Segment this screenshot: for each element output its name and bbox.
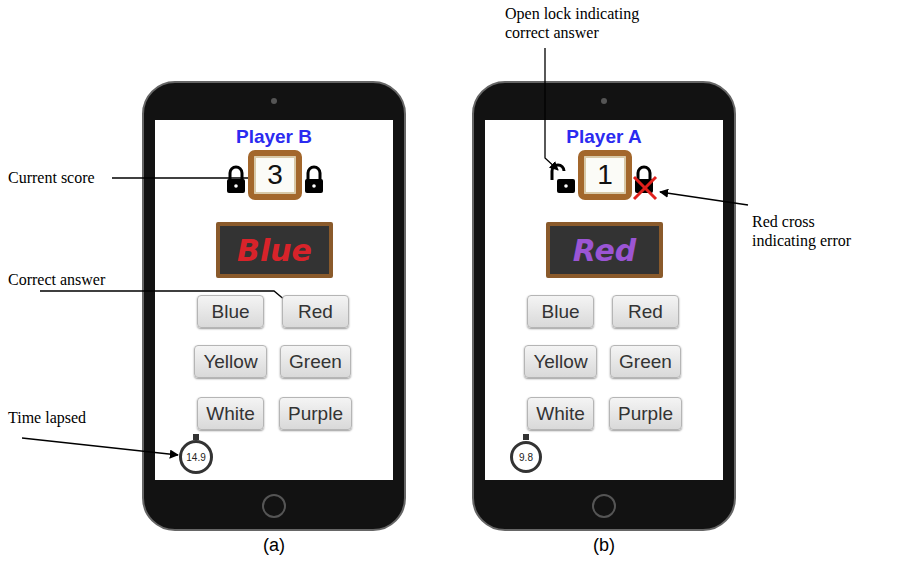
answer-button: White bbox=[527, 397, 594, 430]
board-text: Blue bbox=[237, 233, 312, 268]
tablet-body bbox=[143, 82, 405, 530]
score-box: 1 bbox=[578, 150, 632, 200]
annotation: Open lock indicating correct answer bbox=[505, 4, 655, 42]
camera bbox=[271, 98, 277, 104]
leader-arrow bbox=[545, 48, 558, 170]
game-screen: Player B3BlueBlueRedYellowGreenWhitePurp… bbox=[155, 120, 393, 480]
tablet-screen bbox=[485, 120, 723, 480]
stopwatch-timer: 14.9 bbox=[179, 440, 213, 474]
answer-button: Purple bbox=[609, 397, 682, 430]
player-name: Player A bbox=[485, 126, 723, 148]
button-text: Purple bbox=[618, 403, 673, 425]
button-text: Yellow bbox=[533, 351, 587, 373]
button-text: Green bbox=[619, 351, 672, 373]
annotation: Current score bbox=[8, 168, 118, 187]
tablet-screen bbox=[155, 120, 393, 480]
button-text: Red bbox=[298, 301, 333, 323]
tablet-body bbox=[473, 82, 735, 530]
closed-lock bbox=[305, 167, 323, 193]
annotation: Time lapsed bbox=[8, 408, 118, 427]
word-board: Red bbox=[546, 222, 663, 278]
game-screen: Player A1RedBlueRedYellowGreenWhitePurpl… bbox=[485, 120, 723, 480]
answer-button: Green bbox=[610, 345, 681, 378]
panel-caption: (a) bbox=[254, 535, 294, 557]
annotation: Red cross indicating error bbox=[752, 212, 877, 250]
leader-arrow bbox=[660, 192, 748, 205]
stopwatch-timer: 9.8 bbox=[510, 441, 542, 473]
answer-button: Purple bbox=[279, 397, 352, 430]
player-name: Player B bbox=[155, 126, 393, 148]
panel-caption: (b) bbox=[584, 535, 624, 557]
button-text: White bbox=[206, 403, 255, 425]
score-text: 1 bbox=[597, 159, 613, 191]
button-text: White bbox=[536, 403, 585, 425]
button-text: Red bbox=[628, 301, 663, 323]
answer-button: Yellow bbox=[194, 345, 267, 378]
open-lock bbox=[552, 165, 575, 193]
annotation: Correct answer bbox=[8, 270, 128, 289]
camera bbox=[601, 98, 607, 104]
timer-text: 14.9 bbox=[186, 452, 205, 463]
button-text: Blue bbox=[211, 301, 249, 323]
button-text: Blue bbox=[541, 301, 579, 323]
score-box: 3 bbox=[248, 150, 302, 200]
leader-arrow bbox=[22, 438, 178, 455]
timer-text: 9.8 bbox=[519, 452, 533, 463]
home-button bbox=[263, 495, 285, 517]
answer-button: Green bbox=[280, 345, 351, 378]
answer-button: Red bbox=[282, 295, 349, 328]
answer-button: Yellow bbox=[524, 345, 597, 378]
answer-button: Blue bbox=[197, 295, 264, 328]
word-board: Blue bbox=[216, 222, 333, 278]
answer-button: White bbox=[197, 397, 264, 430]
button-text: Yellow bbox=[203, 351, 257, 373]
answer-button: Red bbox=[612, 295, 679, 328]
closed-lock bbox=[227, 167, 245, 193]
button-text: Green bbox=[289, 351, 342, 373]
stopwatch-knob bbox=[523, 434, 529, 440]
button-text: Purple bbox=[288, 403, 343, 425]
score-text: 3 bbox=[267, 159, 283, 191]
red-cross bbox=[634, 177, 656, 199]
leader-arrow bbox=[112, 177, 262, 178]
answer-button: Blue bbox=[527, 295, 594, 328]
home-button bbox=[593, 495, 615, 517]
board-text: Red bbox=[573, 233, 636, 268]
